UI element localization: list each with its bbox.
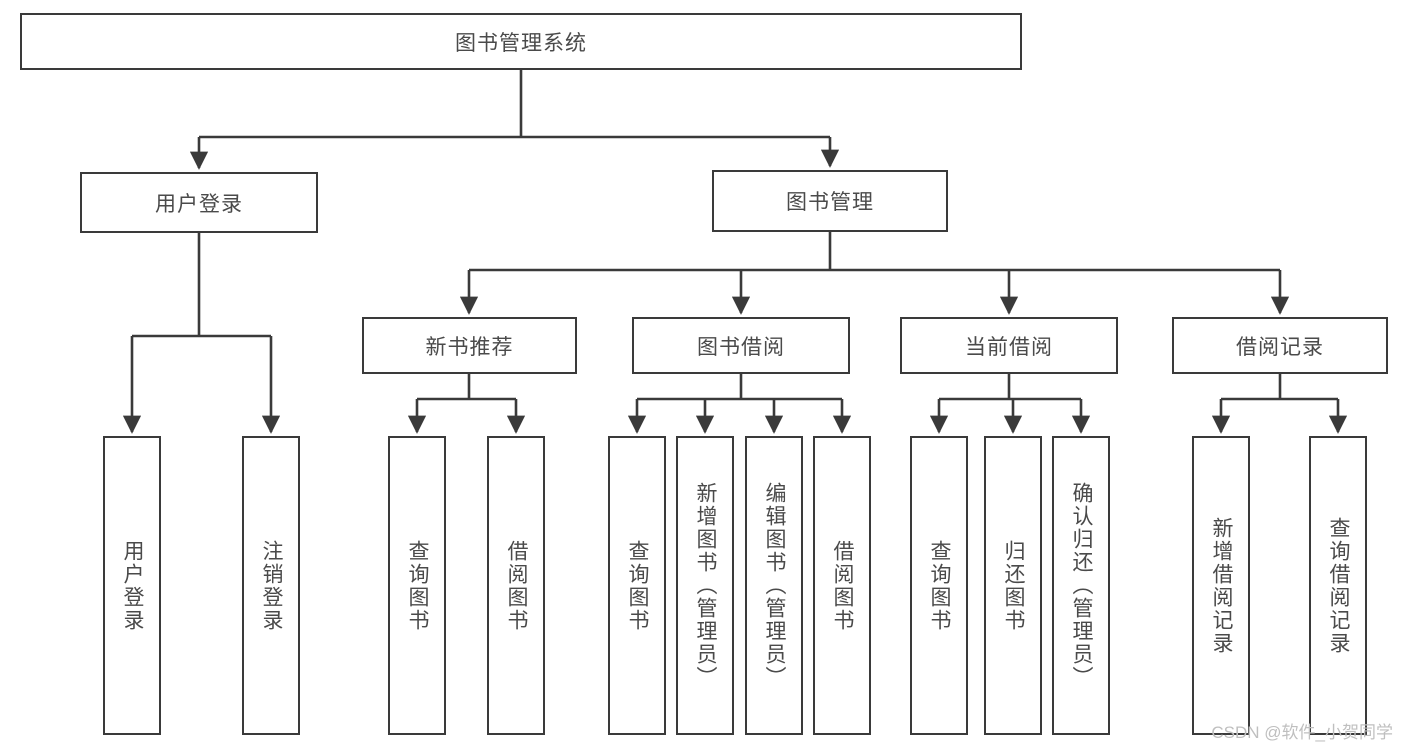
node-label: 图书管理 [786, 191, 874, 214]
node-leaf-return-book[interactable]: 归还图书 [984, 436, 1042, 735]
node-leaf-query-borrow-record[interactable]: 查询借阅记录 [1309, 436, 1367, 735]
node-leaf-add-book[interactable]: 新增图书（管理员） [676, 436, 734, 735]
node-leaf-query-book-2[interactable]: 查询图书 [608, 436, 666, 735]
node-label: 新书推荐 [425, 335, 514, 359]
node-label: 当前借阅 [965, 335, 1053, 359]
node-leaf-borrow-book-1[interactable]: 借阅图书 [487, 436, 545, 735]
node-label: 借阅图书 [831, 539, 855, 632]
node-leaf-borrow-book-2[interactable]: 借阅图书 [813, 436, 871, 735]
watermark-text: CSDN @软件_小贺同学 [1211, 723, 1393, 742]
node-new-book-recommend[interactable]: 新书推荐 [362, 317, 577, 374]
node-borrow-record[interactable]: 借阅记录 [1172, 317, 1388, 374]
node-current-borrow[interactable]: 当前借阅 [900, 317, 1118, 374]
node-label: 用户登录 [155, 192, 243, 216]
node-label: 编辑图书（管理员） [763, 482, 787, 689]
node-book-manage[interactable]: 图书管理 [712, 170, 948, 232]
node-leaf-logout-login[interactable]: 注销登录 [242, 436, 300, 735]
node-leaf-edit-book[interactable]: 编辑图书（管理员） [745, 436, 803, 735]
node-root-system[interactable]: 图书管理系统 [20, 13, 1022, 70]
node-label: 查询图书 [406, 539, 430, 632]
node-label: 注销登录 [260, 539, 284, 632]
node-leaf-query-book-1[interactable]: 查询图书 [388, 436, 446, 735]
node-leaf-user-login[interactable]: 用户登录 [103, 436, 161, 735]
node-label: 确认归还（管理员） [1070, 482, 1094, 689]
node-label: 查询借阅记录 [1327, 516, 1351, 655]
node-label: 查询图书 [928, 539, 952, 632]
node-label: 借阅图书 [505, 539, 529, 632]
node-leaf-confirm-return[interactable]: 确认归还（管理员） [1052, 436, 1110, 735]
node-leaf-query-book-3[interactable]: 查询图书 [910, 436, 968, 735]
node-label: 新增借阅记录 [1210, 516, 1234, 655]
node-book-borrow[interactable]: 图书借阅 [632, 317, 850, 374]
node-label: 用户登录 [121, 539, 145, 632]
node-user-login[interactable]: 用户登录 [80, 172, 318, 233]
node-label: 图书管理系统 [455, 31, 587, 55]
node-label: 借阅记录 [1236, 335, 1324, 359]
node-label: 归还图书 [1002, 539, 1026, 632]
node-label: 查询图书 [626, 539, 650, 632]
node-label: 图书借阅 [697, 335, 785, 359]
node-label: 新增图书（管理员） [694, 482, 718, 689]
node-leaf-add-borrow-record[interactable]: 新增借阅记录 [1192, 436, 1250, 735]
